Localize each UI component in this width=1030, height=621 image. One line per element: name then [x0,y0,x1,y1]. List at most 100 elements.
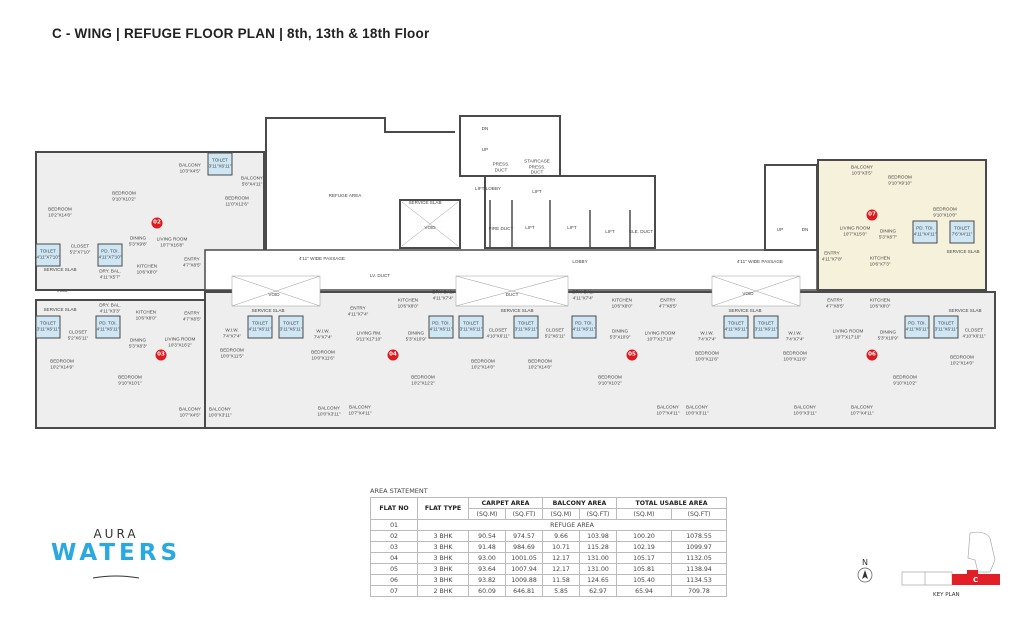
room-name: Entry [350,305,366,311]
room-label: Bedroom10'0"X11'6" [695,350,719,361]
table-cell: 1132.05 [671,552,727,564]
room-name: Pd. Toi. [908,320,926,326]
page-title: C - WING | REFUGE FLOOR PLAN | 8th, 13th… [52,26,430,41]
room-name: Service Slab [946,249,980,255]
cell-refuge-area: REFUGE AREA [417,519,727,531]
room-dimensions: 4'11"X7'8" [821,256,843,261]
room-name: LV. Duct [369,273,391,279]
cell-flat-no: 01 [370,519,418,531]
table-cell: 90.54 [468,530,506,542]
staircase [459,115,561,177]
room-label: Bedroom10'2"X14'0" [48,206,72,217]
flat-number-badge: 05 [626,349,638,361]
room-name: Living Room [832,328,864,334]
room-label: Bedroom9'10"X10'1" [118,374,142,385]
room-name: Bedroom [933,206,957,212]
table-cell: 131.00 [579,563,617,575]
room-name: Bedroom [471,358,495,364]
room-name: Bedroom [50,358,74,364]
room-label: W.I.W.7'4"X7'4" [698,330,716,341]
room-label: Closet5'2"X7'10" [70,243,91,254]
room-label: Bedroom9'10"X10'0" [933,206,957,217]
room-name: Bedroom [528,358,552,364]
room-name: Toilet [937,320,954,326]
room-name: W.I.W. [700,330,714,336]
room-dimensions: 10'0"X11'6" [311,355,335,360]
room-label: Service Slab [946,249,979,255]
room-name: Refuge Area [328,193,362,199]
room-label: Toilet3'11"X6'11" [209,157,232,168]
room-label: Closet5'2"X6'11" [545,327,566,338]
room-dimensions: 10'3"X4'5" [179,168,201,173]
room-name: Service Slab [500,308,534,314]
room-name: Service Slab [948,308,982,314]
room-name: Bedroom [118,374,142,380]
room-label: Kitchen10'6"X8'0" [398,297,419,308]
room-name: Lift Lobby [475,186,501,192]
room-dimensions: 4'7"X8'5" [658,303,678,308]
room-dimensions: 4'11"X6'11" [905,326,929,331]
toilet-area [35,243,61,267]
room-name: Ele. Duct [629,229,653,235]
room-dimensions: 4'11"X6'11" [724,326,748,331]
room-dimensions: 4'11"X5'7" [99,274,121,279]
room-label: 4'11" Wide Passage [299,256,345,262]
toilet-area [207,152,233,176]
room-label: Lift [532,189,541,195]
room-label: Dry. Bal.4'11"X3'3" [99,302,121,313]
toilet-area [904,315,930,339]
room-name: Void [268,292,280,298]
room-label: Pd. Toi.4'11"X7'10" [98,248,121,259]
room-label: Service Slab [728,308,761,314]
room-name: Living Room [164,336,196,342]
table-cell: 1001.05 [505,552,543,564]
room-name: Dining [879,329,897,335]
room-dimensions: 7'4"X7'4" [222,333,242,338]
room-label: Up [482,147,488,153]
room-label: Dining5'3"X10'9" [610,328,631,339]
room-label: Dining5'3"X10'9" [406,330,427,341]
room-dimensions: 4'7"X8'5" [825,303,845,308]
table-cell: 124.65 [579,574,617,586]
room-name: Up [776,227,784,233]
room-dimensions: 10'3"X3'5" [851,170,873,175]
room-label: Toilet4'11"X6'11" [249,320,272,331]
wave-icon [92,575,140,579]
toilet-area [912,220,938,244]
room-label: Bedroom10'0"X11'6" [783,350,807,361]
table-cell: 9.66 [542,530,580,542]
room-name: Toilet [251,320,268,326]
table-cell: 1138.94 [671,563,727,575]
room-name: Kitchen [397,297,419,303]
table-cell: 105.40 [616,574,672,586]
room-label: Refuge Area [329,193,362,199]
room-dimensions: 5'2"X6'11" [67,335,89,340]
south-flats-outline [204,291,996,429]
table-cell: 3 BHK [417,574,469,586]
flat-07-outline [817,159,987,291]
room-name: Balcony [209,406,231,412]
room-name: Service Slab [43,307,77,313]
room-name: Toilet [282,320,299,326]
room-label: Entry4'11"X7'4" [348,305,369,316]
area-statement-table: FLAT NO FLAT TYPE CARPET AREA BALCONY AR… [370,497,727,597]
table-cell: 100.20 [616,530,672,542]
table-cell: 05 [370,563,418,575]
room-dimensions: 10'6"X7'3" [869,261,891,266]
room-name: Bedroom [220,347,244,353]
refuge-area-wall [265,117,455,250]
room-label: Toilet7'6"X4'11" [952,225,973,236]
room-name: Living Room [839,225,871,231]
room-name: Staircase Press. Duct [524,158,550,175]
table-cell: 12.17 [542,552,580,564]
table-cell: 91.48 [468,541,506,553]
aura-waters-logo: AURA WATERS [48,527,184,584]
room-label: Kitchen10'6"X7'3" [870,255,891,266]
toilet-area [458,315,484,339]
table-cell: 1099.97 [671,541,727,553]
room-label: Bedroom9'10"X10'2" [112,190,136,201]
room-name: Toilet [953,225,970,231]
room-name: Dry. Bal. [432,289,454,295]
